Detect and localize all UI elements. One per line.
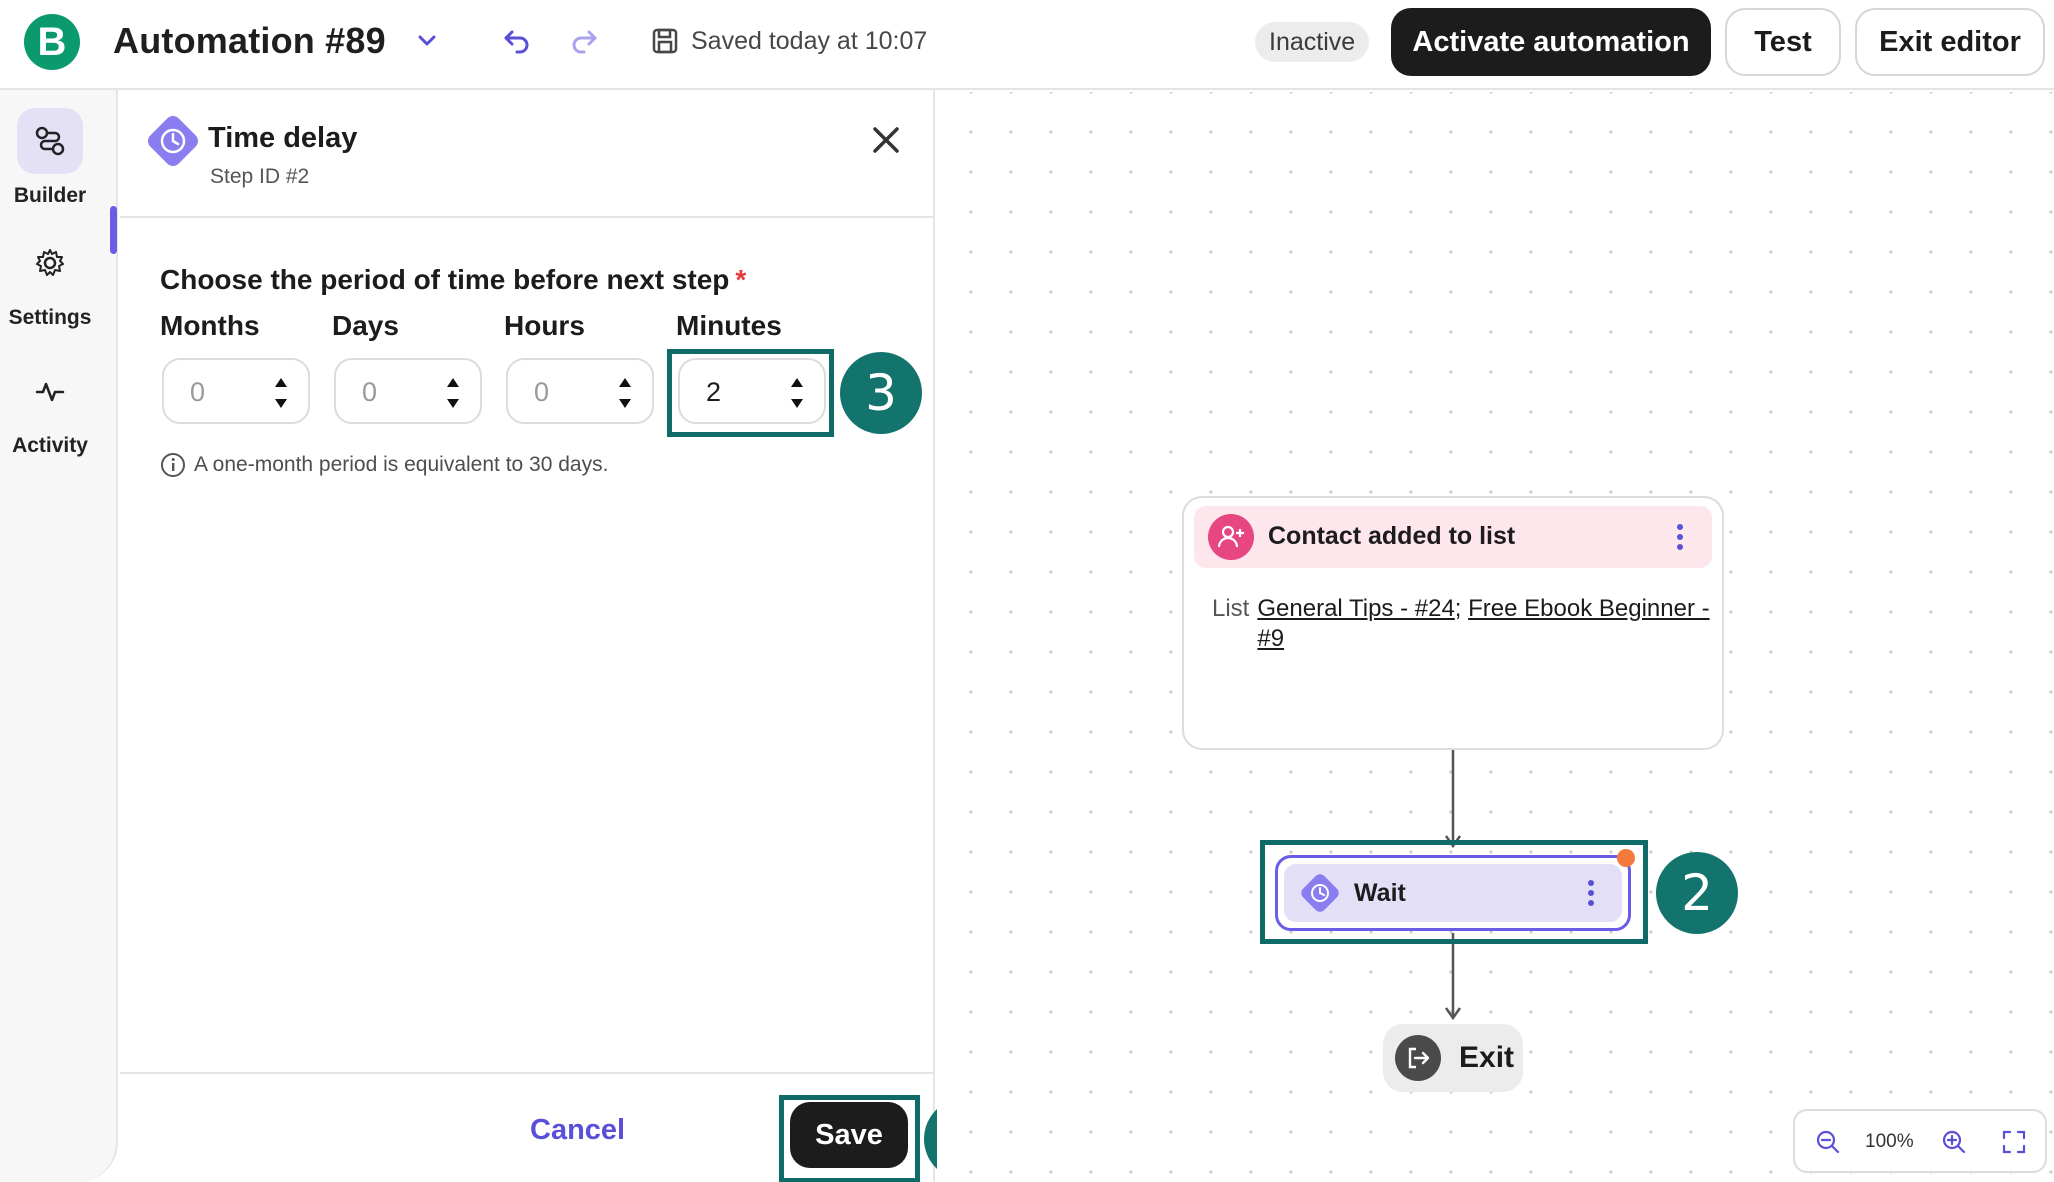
required-marker: * bbox=[735, 264, 747, 295]
cancel-button[interactable]: Cancel bbox=[530, 1114, 626, 1146]
trigger-card[interactable]: Contact added to list List General Tips … bbox=[1182, 496, 1724, 750]
list-separator: ; bbox=[1454, 595, 1462, 622]
exit-node[interactable]: Exit bbox=[1383, 1024, 1523, 1092]
nav-item-activity[interactable]: Activity bbox=[0, 358, 100, 458]
save-button[interactable]: Save bbox=[790, 1102, 908, 1168]
activate-automation-button[interactable]: Activate automation bbox=[1391, 8, 1711, 76]
exit-label: Exit bbox=[1459, 1041, 1515, 1074]
fullscreen-icon[interactable] bbox=[2001, 1129, 2027, 1155]
zoom-level: 100% bbox=[1865, 1131, 1914, 1152]
nav-label-settings: Settings bbox=[8, 306, 92, 329]
spin-arrows-icon[interactable] bbox=[784, 370, 810, 416]
wait-step-inner: Wait bbox=[1284, 864, 1622, 922]
hours-stepper[interactable]: 0 bbox=[506, 358, 654, 424]
delay-question: Choose the period of time before next st… bbox=[160, 264, 746, 296]
minutes-label: Minutes bbox=[676, 310, 782, 341]
exit-icon bbox=[1395, 1035, 1441, 1081]
builder-icon bbox=[17, 108, 83, 174]
zoom-controls: 100% bbox=[1793, 1109, 2047, 1173]
activity-icon bbox=[17, 358, 83, 424]
panel-footer bbox=[120, 1072, 935, 1182]
list-link-general-tips[interactable]: General Tips - #24 bbox=[1257, 595, 1455, 622]
hours-value: 0 bbox=[534, 377, 550, 407]
workflow-canvas[interactable] bbox=[937, 92, 2054, 1182]
automation-title[interactable]: Automation #89 bbox=[113, 20, 386, 61]
clock-icon bbox=[1301, 874, 1339, 912]
panel-header: Time delay Step ID #2 bbox=[120, 90, 935, 218]
wait-highlight-box bbox=[1260, 840, 1648, 944]
close-icon[interactable] bbox=[866, 120, 906, 160]
minutes-highlight-box bbox=[667, 349, 834, 437]
step-id-label: Step ID #2 bbox=[210, 165, 310, 188]
nav-item-builder[interactable]: Builder bbox=[0, 108, 100, 208]
nav-label-activity: Activity bbox=[12, 434, 88, 457]
nav-label-builder: Builder bbox=[13, 184, 87, 207]
save-status-text: Saved today at 10:07 bbox=[691, 27, 928, 55]
list-values: General Tips - #24; Free Ebook Beginner … bbox=[1257, 594, 1712, 654]
trigger-body: List General Tips - #24; Free Ebook Begi… bbox=[1212, 594, 1712, 654]
add-user-icon bbox=[1208, 514, 1254, 560]
floppy-disk-icon bbox=[652, 28, 678, 54]
brand-logo[interactable]: B bbox=[24, 14, 80, 70]
clock-icon bbox=[148, 116, 198, 166]
spin-arrows-icon[interactable] bbox=[612, 370, 638, 416]
months-value: 0 bbox=[190, 377, 206, 407]
days-value: 0 bbox=[362, 377, 378, 407]
chevron-down-icon[interactable] bbox=[412, 26, 442, 56]
more-options-icon[interactable] bbox=[1587, 879, 1595, 907]
nav-item-settings[interactable]: Settings bbox=[0, 230, 100, 330]
info-icon bbox=[161, 453, 185, 477]
gear-icon bbox=[17, 230, 83, 296]
step-callout-3: 3 bbox=[840, 352, 922, 434]
panel-title: Time delay bbox=[208, 122, 358, 154]
list-link-free-ebook[interactable]: Free Ebook Beginner - #9 bbox=[1257, 595, 1710, 652]
step-callout-2: 2 bbox=[1656, 852, 1738, 934]
wait-label: Wait bbox=[1354, 879, 1406, 907]
minutes-stepper[interactable]: 2 bbox=[678, 358, 826, 424]
days-label: Days bbox=[332, 310, 399, 341]
wait-step-node[interactable]: Wait bbox=[1275, 855, 1631, 931]
unsaved-indicator-dot bbox=[1617, 849, 1635, 867]
hours-label: Hours bbox=[504, 310, 585, 341]
months-label: Months bbox=[160, 310, 260, 341]
zoom-in-icon[interactable] bbox=[1941, 1129, 1967, 1155]
trigger-header: Contact added to list bbox=[1194, 506, 1712, 568]
zoom-out-icon[interactable] bbox=[1815, 1129, 1841, 1155]
top-bar: B Automation #89 Saved today at 10:07 In… bbox=[0, 0, 2054, 90]
left-nav-rail: Builder Settings Activity bbox=[0, 90, 118, 1182]
test-button[interactable]: Test bbox=[1725, 8, 1841, 76]
more-options-icon[interactable] bbox=[1676, 523, 1684, 551]
exit-editor-button[interactable]: Exit editor bbox=[1855, 8, 2045, 76]
list-label: List bbox=[1212, 595, 1250, 622]
step-settings-panel: Time delay Step ID #2 Choose the period … bbox=[120, 90, 935, 1182]
delay-hint-text: A one-month period is equivalent to 30 d… bbox=[194, 453, 609, 476]
minutes-value: 2 bbox=[706, 377, 722, 407]
days-stepper[interactable]: 0 bbox=[334, 358, 482, 424]
undo-icon[interactable] bbox=[500, 24, 534, 58]
status-badge: Inactive bbox=[1255, 22, 1370, 62]
delay-question-text: Choose the period of time before next st… bbox=[160, 264, 730, 295]
redo-icon[interactable] bbox=[567, 24, 601, 58]
delay-hint: A one-month period is equivalent to 30 d… bbox=[160, 452, 608, 478]
connector-lines bbox=[1444, 750, 1462, 1021]
save-highlight-box bbox=[779, 1095, 920, 1182]
months-stepper[interactable]: 0 bbox=[162, 358, 310, 424]
spin-arrows-icon[interactable] bbox=[440, 370, 466, 416]
spin-arrows-icon[interactable] bbox=[268, 370, 294, 416]
trigger-title: Contact added to list bbox=[1268, 522, 1516, 550]
active-nav-indicator bbox=[110, 206, 117, 254]
